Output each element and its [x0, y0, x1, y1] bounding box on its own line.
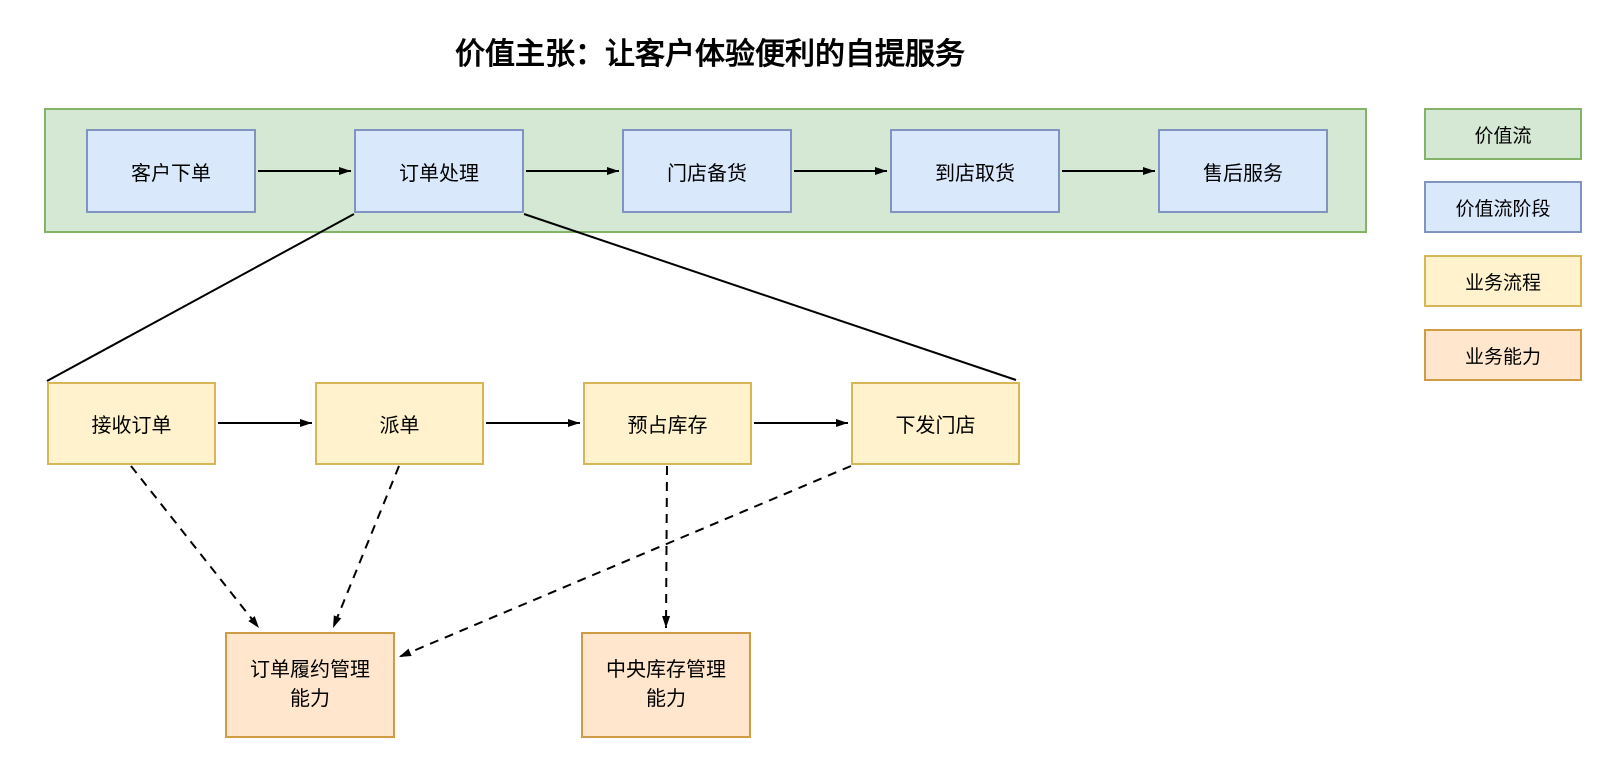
- stage-store-preparation: 门店备货: [622, 129, 792, 213]
- capability-order-fulfillment: 订单履约管理 能力: [225, 632, 395, 738]
- stage-customer-order: 客户下单: [86, 129, 256, 213]
- line-order-processing-to-send-store: [523, 213, 1017, 381]
- legend-item-value-stream: 价值流: [1424, 108, 1582, 160]
- legend-item-value-stream-stage: 价值流阶段: [1424, 181, 1582, 233]
- dashed-arrow-send-store-to-fulfillment: [398, 465, 852, 658]
- dashed-arrow-dispatch-to-fulfillment: [332, 465, 400, 629]
- process-reserve-stock: 预占库存: [583, 382, 752, 465]
- dashed-arrow-reserve-stock-to-central-inventory: [662, 465, 671, 629]
- dashed-arrow-receive-order-to-fulfillment: [130, 465, 260, 629]
- stage-store-pickup: 到店取货: [890, 129, 1060, 213]
- process-dispatch-order: 派单: [315, 382, 484, 465]
- capability-central-inventory: 中央库存管理 能力: [581, 632, 751, 738]
- legend-item-business-process: 业务流程: [1424, 255, 1582, 307]
- stage-after-sales: 售后服务: [1158, 129, 1328, 213]
- diagram-title: 价值主张：让客户体验便利的自提服务: [455, 38, 965, 71]
- line-order-processing-to-receive-order: [46, 213, 355, 382]
- process-receive-order: 接收订单: [47, 382, 216, 465]
- legend-item-business-capability: 业务能力: [1424, 329, 1582, 381]
- stage-order-processing: 订单处理: [354, 129, 524, 213]
- process-send-to-store: 下发门店: [851, 382, 1020, 465]
